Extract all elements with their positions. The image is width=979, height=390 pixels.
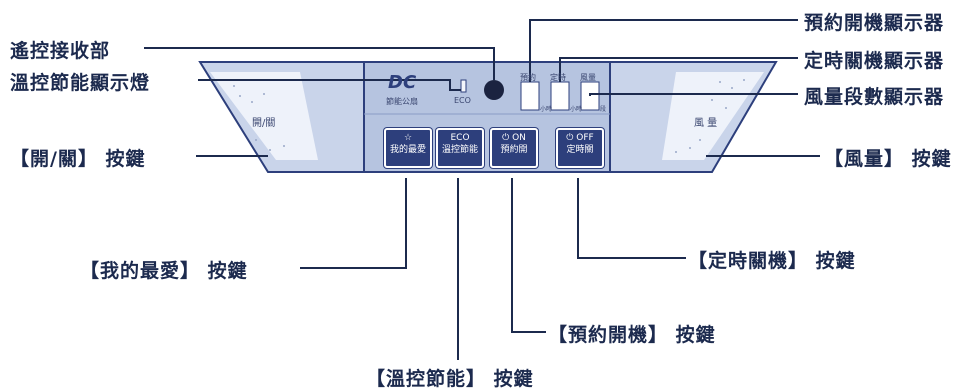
on-timer-button-label: 預約開 — [500, 145, 528, 155]
fan-side-label: 風 量 — [694, 118, 718, 129]
power-on-icon: ⏻ ON — [502, 133, 526, 143]
label-off-timer-key: 【定時關機】 按鍵 — [688, 250, 856, 272]
fan-display-label: 風量 — [580, 73, 596, 82]
label-remote-receiver: 遙控接收部 — [10, 40, 111, 62]
label-off-timer-display: 定時關機顯示器 — [804, 50, 945, 72]
power-side-label: 開/關 — [252, 118, 276, 129]
off-display-label: 定時 — [550, 73, 566, 82]
label-favorite-key: 【我的最愛】 按鍵 — [80, 260, 248, 282]
favorite-button[interactable]: ☆ 我的最愛 — [384, 128, 432, 168]
eco-led-label: ECO — [454, 96, 471, 105]
off-display-unit: 小時 — [570, 106, 583, 113]
label-power-key: 【開/關】 按鍵 — [10, 148, 146, 170]
on-display-label: 預約 — [520, 73, 536, 82]
eco-button[interactable]: ECO 溫控節能 — [436, 128, 484, 168]
label-fan-display: 風量段數顯示器 — [804, 86, 945, 108]
label-eco-key: 【溫控節能】 按鍵 — [366, 368, 534, 390]
favorite-button-label: 我的最愛 — [389, 145, 426, 155]
power-off-icon: ⏻ OFF — [566, 133, 594, 143]
star-icon: ☆ — [403, 133, 413, 143]
label-fan-key: 【風量】 按鍵 — [824, 148, 952, 170]
fan-display-unit: 段 — [600, 106, 607, 113]
eco-button-label: 溫控節能 — [441, 145, 478, 155]
label-on-timer-display: 預約開機顯示器 — [804, 12, 945, 34]
on-display-unit: 小時 — [540, 106, 553, 113]
eco-icon: ECO — [450, 133, 470, 143]
off-timer-button-label: 定時關 — [566, 145, 594, 155]
logo-subtitle: 節能公扇 — [386, 97, 418, 106]
on-timer-button[interactable]: ⏻ ON 預約開 — [490, 128, 538, 168]
off-timer-button[interactable]: ⏻ OFF 定時關 — [556, 128, 604, 168]
logo: DC — [388, 72, 417, 93]
label-on-timer-key: 【預約開機】 按鍵 — [548, 324, 716, 346]
label-eco-indicator: 溫控節能顯示燈 — [10, 72, 151, 94]
